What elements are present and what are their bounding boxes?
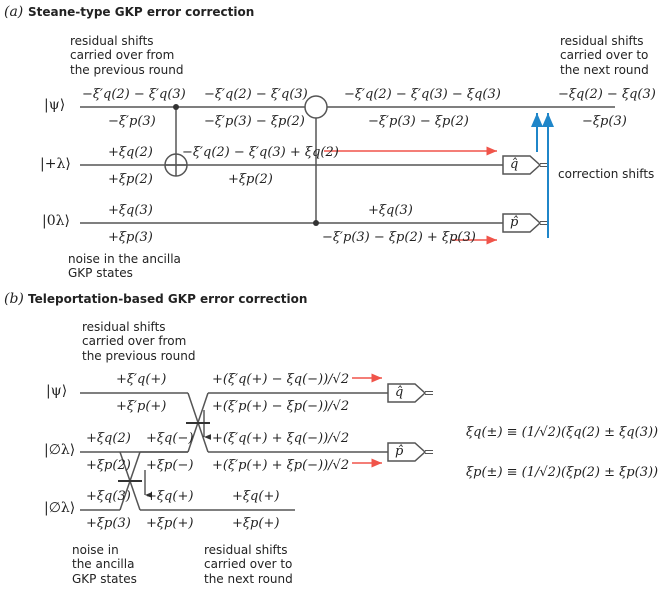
note-noise-a: noise in the ancilla GKP states [68, 252, 181, 281]
meas-q-label-b: q̂ [395, 385, 404, 400]
cnot2-target [304, 95, 328, 119]
measure-p-b [387, 442, 433, 462]
expr-plus-p-mid: +ξp(2) [228, 172, 273, 187]
panel-b-tag: (b) [4, 291, 24, 307]
expr-psi-q-in-b: +ξ′q(+) [116, 372, 167, 387]
expr-out3-p: +ξp(+) [232, 516, 280, 531]
state-empty2-b: |∅λ⟩ [44, 500, 76, 516]
note-prev-a: residual shifts carried over from the pr… [70, 34, 184, 77]
state-psi-b: |ψ⟩ [46, 383, 68, 399]
expr-plus-q-in: +ξq(2) [108, 145, 153, 160]
expr-zero-p-mid2: −ξ′p(3) − ξp(2) + ξp(3) [322, 230, 476, 245]
meas-q-label-a: q̂ [510, 157, 519, 172]
panel-a-tag: (a) [4, 4, 24, 20]
note-prev-b: residual shifts carried over from the pr… [82, 320, 196, 363]
meas-p-label-b: p̂ [395, 444, 404, 459]
expr-psi-q-mid: −ξ′q(2) − ξ′q(3) [204, 87, 308, 102]
measure-p-a [502, 213, 548, 233]
expr-out1-p: +(ξ′p(+) − ξp(−))/√2 [212, 399, 350, 414]
expr-psi-q-in: −ξ′q(2) − ξ′q(3) [82, 87, 186, 102]
definition-q: ξq(±) ≡ (1/√2)(ξq(2) ± ξq(3)) [466, 425, 659, 440]
expr-plus-q-mid: −ξ′q(2) − ξ′q(3) + ξq(2) [182, 145, 339, 160]
expr-psi-p-in: −ξ′p(3) [108, 114, 156, 129]
state-empty1-b: |∅λ⟩ [44, 442, 76, 458]
measure-q-a [502, 155, 548, 175]
expr-psi-p-mid: −ξ′p(3) − ξp(2) [204, 114, 305, 129]
meas-p-label-a: p̂ [510, 215, 519, 230]
expr-e1-p-in: +ξp(2) [86, 458, 131, 473]
expr-zero-p-in: +ξp(3) [108, 230, 153, 245]
expr-out1-q: +(ξ′q(+) − ξq(−))/√2 [212, 372, 350, 387]
expr-e2-p-mid: +ξp(+) [146, 516, 194, 531]
expr-out2-q: +(ξ′q(+) + ξq(−))/√2 [212, 431, 350, 446]
expr-e2-q-in: +ξq(3) [86, 489, 131, 504]
state-plus-a: |+λ⟩ [40, 156, 71, 172]
expr-zero-q-in: +ξq(3) [108, 203, 153, 218]
expr-zero-q-mid2: +ξq(3) [368, 203, 413, 218]
panel-a-title: Steane-type GKP error correction [28, 5, 255, 19]
expr-out3-q: +ξq(+) [232, 489, 280, 504]
expr-e1-q-mid: +ξq(−) [146, 431, 194, 446]
expr-e2-q-mid: +ξq(+) [146, 489, 194, 504]
expr-psi-q-mid2: −ξ′q(2) − ξ′q(3) − ξq(3) [344, 87, 501, 102]
note-correction: correction shifts [558, 167, 655, 181]
expr-plus-p-in: +ξp(2) [108, 172, 153, 187]
cnot1-control [173, 104, 179, 110]
cnot2-control [313, 220, 319, 226]
state-psi-a: |ψ⟩ [44, 97, 66, 113]
measure-q-b [387, 383, 433, 403]
expr-e1-p-mid: +ξp(−) [146, 458, 194, 473]
note-next-a: residual shifts carried over to the next… [560, 34, 649, 77]
expr-psi-p-out: −ξp(3) [582, 114, 627, 129]
expr-e1-q-in: +ξq(2) [86, 431, 131, 446]
expr-e2-p-in: +ξp(3) [86, 516, 131, 531]
definition-p: ξp(±) ≡ (1/√2)(ξp(2) ± ξp(3)) [466, 465, 659, 480]
expr-psi-q-out: −ξq(2) − ξq(3) [558, 87, 656, 102]
panel-b-title: Teleportation-based GKP error correction [28, 292, 308, 306]
state-zero-a: |0λ⟩ [42, 213, 70, 229]
expr-psi-p-in-b: +ξ′p(+) [116, 399, 167, 414]
expr-psi-p-mid2: −ξ′p(3) − ξp(2) [368, 114, 469, 129]
expr-out2-p: +(ξ′p(+) + ξp(−))/√2 [212, 458, 350, 473]
note-noise-b: noise in the ancilla GKP states [72, 543, 137, 586]
note-next-b: residual shifts carried over to the next… [204, 543, 293, 586]
